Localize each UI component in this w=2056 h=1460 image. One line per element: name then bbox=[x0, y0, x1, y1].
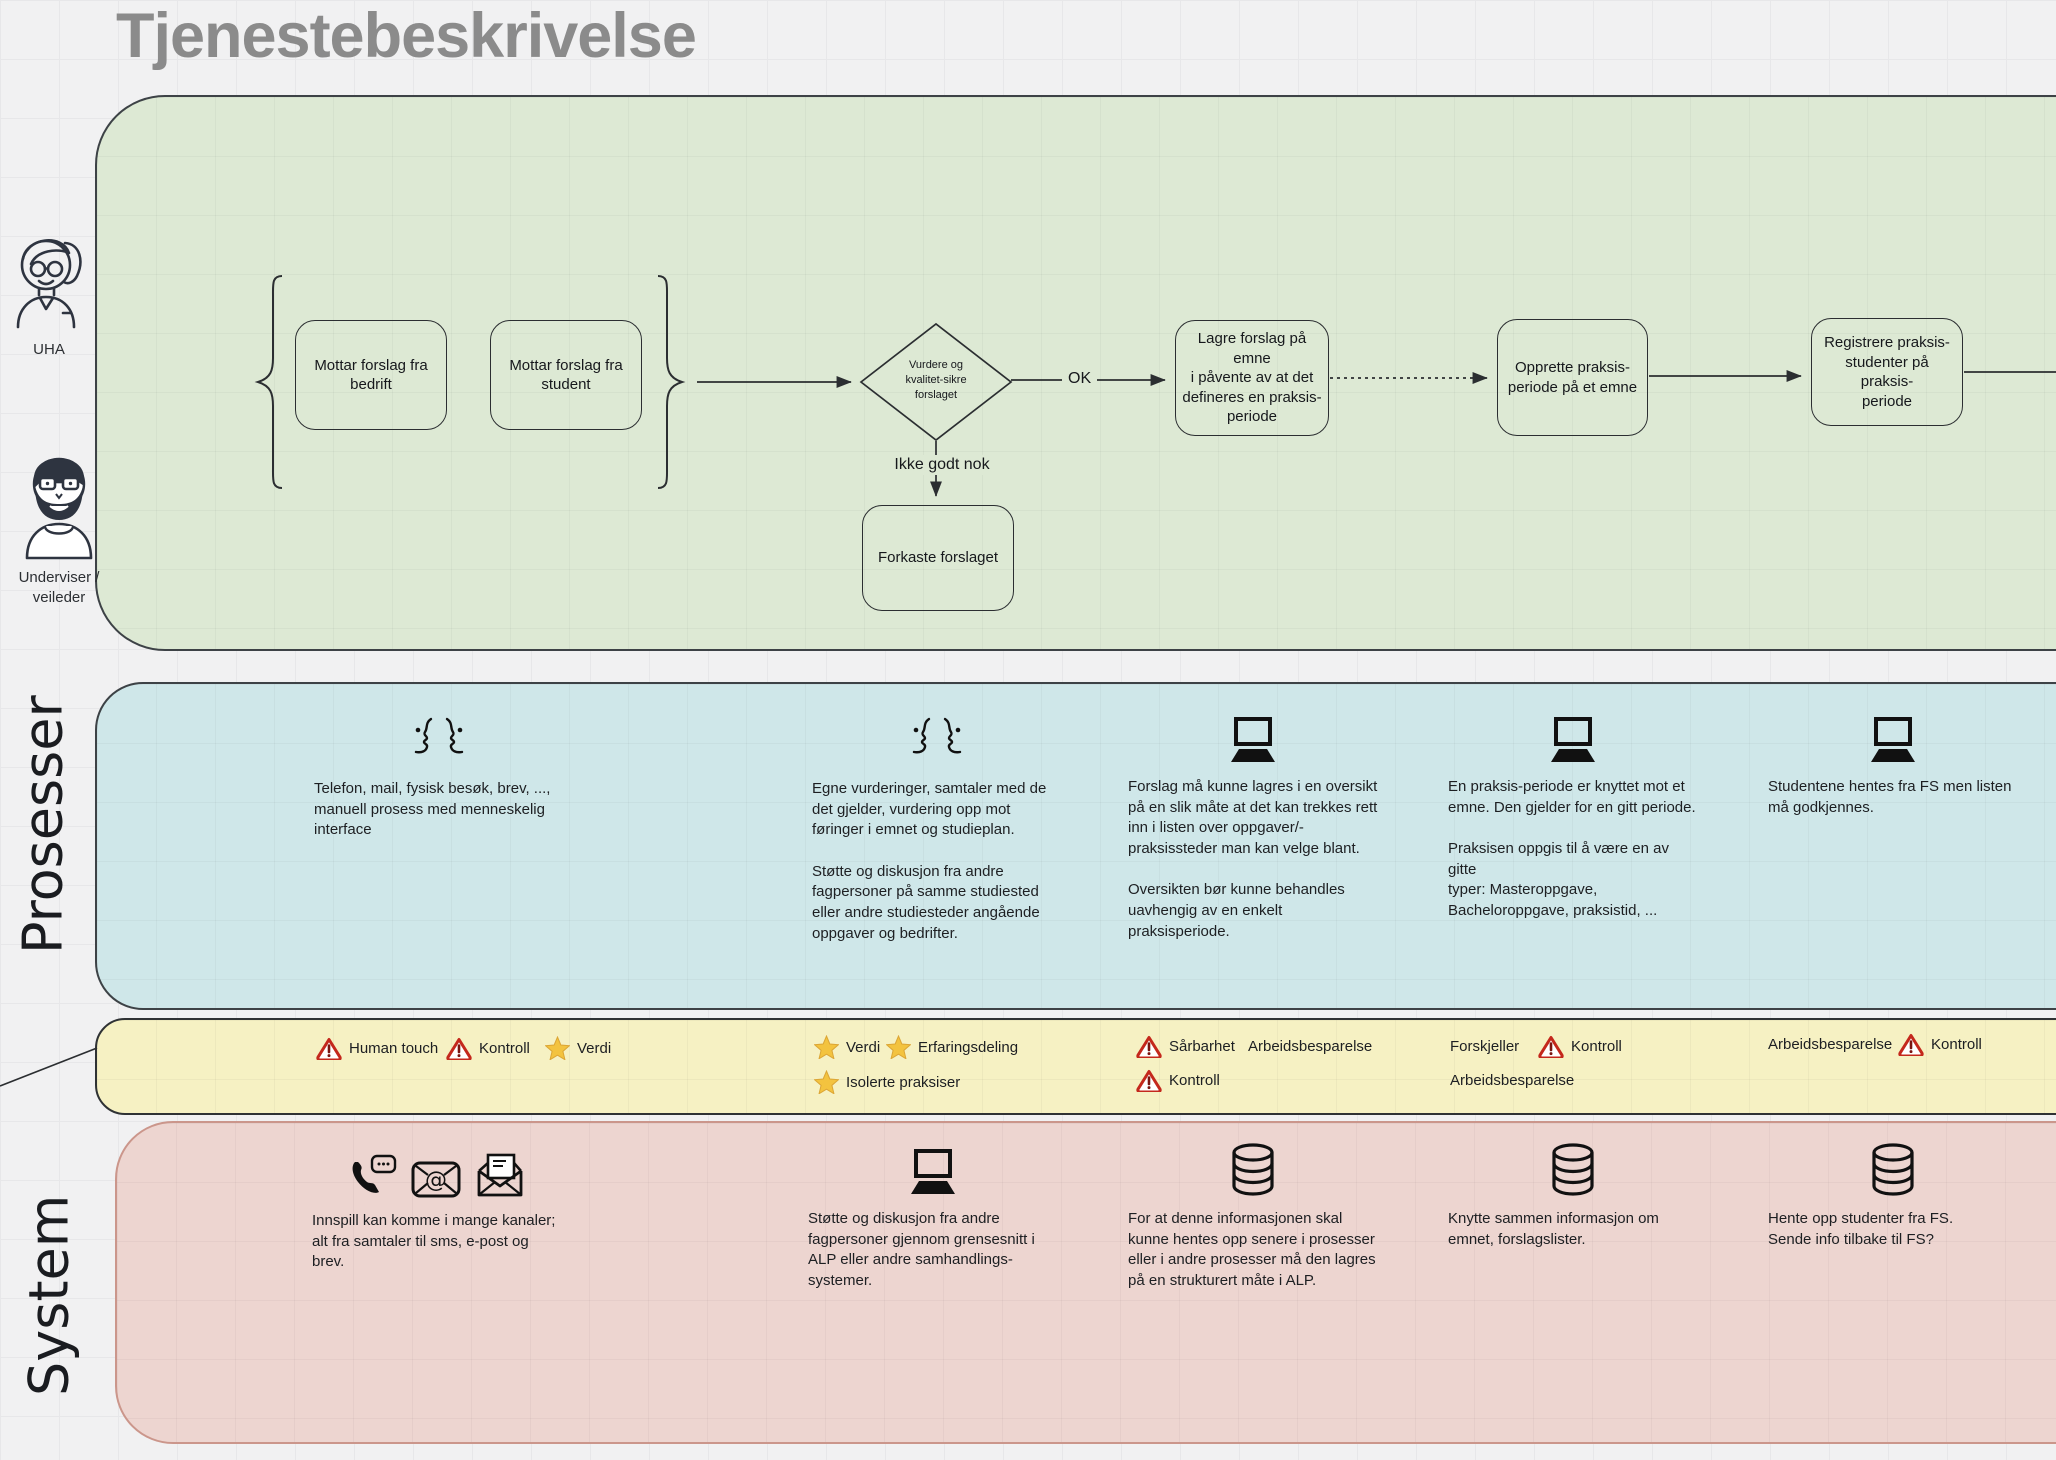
system-cell-5: Hente opp studenter fra FS. Sende info t… bbox=[1768, 1142, 2018, 1250]
annotation-label: Kontroll bbox=[1931, 1035, 1982, 1053]
annotation-arbeidsbesparelse-1: Arbeidsbesparelse bbox=[1248, 1034, 1372, 1058]
system-cell-2: Støtte og diskusjon fra andre fagpersone… bbox=[808, 1142, 1058, 1292]
open-letter-icon bbox=[477, 1153, 523, 1197]
annotation-kontroll-1: Kontroll bbox=[446, 1036, 530, 1060]
prosesser-lane bbox=[95, 682, 2056, 1010]
laptop-icon bbox=[911, 1149, 955, 1194]
prosesser-cell-1: Telefon, mail, fysisk besøk, brev, ..., … bbox=[314, 712, 564, 841]
uha-avatar bbox=[8, 223, 90, 336]
annotation-label: Verdi bbox=[577, 1039, 612, 1057]
star-icon bbox=[886, 1035, 911, 1059]
laptop-icon bbox=[1871, 717, 1915, 762]
annotation-verdi-1: Verdi bbox=[545, 1036, 611, 1060]
annotation-arbeidsbesparelse-2: Arbeidsbesparelse bbox=[1450, 1068, 1574, 1092]
system-cell-4: Knytte sammen informasjon om emnet, fors… bbox=[1448, 1142, 1698, 1250]
annotation-label: Human touch bbox=[349, 1039, 439, 1057]
database-icon bbox=[1552, 1143, 1594, 1196]
star-icon bbox=[545, 1036, 570, 1060]
phone-sms-icon bbox=[352, 1154, 397, 1193]
annotation-isolerte-praksiser: Isolerte praksiser bbox=[814, 1070, 960, 1094]
annotation-label: Arbeidsbesparelse bbox=[1768, 1035, 1893, 1053]
prosesser-cell-5-text: Studentene hentes fra FS men listen må g… bbox=[1768, 778, 2012, 816]
prosesser-cell-2: Egne vurderinger, samtaler med de det gj… bbox=[812, 712, 1062, 945]
warning-icon bbox=[1136, 1069, 1162, 1092]
database-icon bbox=[1232, 1143, 1274, 1196]
warning-icon bbox=[316, 1037, 342, 1060]
prosesser-cell-1-text: Telefon, mail, fysisk besøk, brev, ..., … bbox=[314, 780, 551, 839]
system-cell-4-text: Knytte sammen informasjon om emnet, fors… bbox=[1448, 1210, 1659, 1248]
uha-label: UHA bbox=[33, 341, 65, 358]
system-cell-3: For at denne informasjonen skal kunne he… bbox=[1128, 1142, 1378, 1292]
annotation-label: Verdi bbox=[846, 1038, 881, 1056]
system-cell-1: @ Innspill kan komme i mange kanaler; al… bbox=[312, 1144, 562, 1273]
laptop-icon bbox=[1551, 717, 1595, 762]
annotation-arbeidsbesparelse-3: Arbeidsbesparelse bbox=[1768, 1032, 1892, 1056]
system-cell-1-text: Innspill kan komme i mange kanaler; alt … bbox=[312, 1212, 556, 1271]
flow-box-mottar-student: Mottar forslag fra student bbox=[490, 320, 642, 430]
flow-box-lagre-forslag: Lagre forslag på emne i påvente av at de… bbox=[1175, 320, 1329, 436]
annotation-human-touch: Human touch bbox=[316, 1036, 438, 1060]
prosesser-cell-2-text: Egne vurderinger, samtaler med de det gj… bbox=[812, 780, 1047, 942]
laptop-icon bbox=[1231, 717, 1275, 762]
man-avatar-icon bbox=[25, 457, 93, 560]
annotation-label: Isolerte praksiser bbox=[846, 1073, 961, 1091]
flow-label-ok: OK bbox=[1062, 369, 1098, 389]
annotation-verdi-2: Verdi bbox=[814, 1035, 880, 1059]
annotations-lane bbox=[95, 1018, 2056, 1115]
prosesser-cell-3: Forslag må kunne lagres i en oversikt på… bbox=[1128, 710, 1378, 943]
svg-text:@: @ bbox=[425, 1168, 447, 1193]
annotation-label: Erfaringsdeling bbox=[918, 1038, 1019, 1056]
system-lane bbox=[115, 1121, 2056, 1444]
prosesser-cell-4-text: En praksis-periode er knyttet mot et emn… bbox=[1448, 778, 1696, 920]
flow-box-mottar-bedrift: Mottar forslag fra bedrift bbox=[295, 320, 447, 430]
conversation-icon bbox=[912, 717, 962, 754]
annotation-sarbarhet: Sårbarhet bbox=[1136, 1034, 1235, 1058]
underviser-avatar bbox=[13, 440, 105, 567]
conversation-icon bbox=[414, 717, 464, 754]
annotation-label: Kontroll bbox=[1169, 1071, 1220, 1089]
system-lane-label: System bbox=[17, 1194, 81, 1396]
warning-icon bbox=[446, 1037, 472, 1060]
page-title: Tjenestebeskrivelse bbox=[116, 1, 697, 71]
flow-box-opprette-periode: Opprette praksis- periode på et emne bbox=[1497, 319, 1648, 436]
flow-box-forkaste: Forkaste forslaget bbox=[862, 505, 1014, 611]
underviser-label: Underviser / veileder bbox=[18, 569, 100, 606]
annotation-kontroll-4: Kontroll bbox=[1898, 1032, 1982, 1056]
annotation-kontroll-3: Kontroll bbox=[1538, 1034, 1622, 1058]
database-icon bbox=[1872, 1143, 1914, 1196]
system-cell-3-text: For at denne informasjonen skal kunne he… bbox=[1128, 1210, 1376, 1290]
prosesser-cell-3-text: Forslag må kunne lagres i en oversikt på… bbox=[1128, 778, 1378, 940]
star-icon bbox=[814, 1035, 839, 1059]
flow-decision-vurdere: Vurdere og kvalitet-sikre forslaget bbox=[905, 359, 967, 401]
flow-box-registrere-studenter: Registrere praksis- studenter på praksis… bbox=[1811, 318, 1963, 426]
annotation-erfaringsdeling: Erfaringsdeling bbox=[886, 1035, 1018, 1059]
warning-icon bbox=[1538, 1035, 1564, 1058]
system-cell-2-text: Støtte og diskusjon fra andre fagpersone… bbox=[808, 1210, 1035, 1290]
warning-icon bbox=[1898, 1033, 1924, 1056]
flow-label-ikke-godt-nok: Ikke godt nok bbox=[866, 455, 1018, 475]
woman-avatar-icon bbox=[16, 239, 82, 329]
prosesser-lane-label: Prosesser bbox=[11, 695, 75, 955]
annotation-label: Forskjeller bbox=[1450, 1037, 1520, 1055]
prosesser-cell-4: En praksis-periode er knyttet mot et emn… bbox=[1448, 710, 1698, 922]
annotation-label: Arbeidsbesparelse bbox=[1450, 1071, 1575, 1089]
annotation-kontroll-2: Kontroll bbox=[1136, 1068, 1220, 1092]
system-cell-5-text: Hente opp studenter fra FS. Sende info t… bbox=[1768, 1210, 1954, 1248]
annotation-label: Sårbarhet bbox=[1169, 1037, 1235, 1055]
annotation-label: Kontroll bbox=[1571, 1037, 1622, 1055]
star-icon bbox=[814, 1070, 839, 1094]
email-at-icon: @ bbox=[411, 1161, 461, 1198]
annotation-label: Kontroll bbox=[479, 1039, 530, 1057]
annotation-forskjeller: Forskjeller bbox=[1450, 1034, 1519, 1058]
warning-icon bbox=[1136, 1035, 1162, 1058]
prosesser-cell-5: Studentene hentes fra FS men listen må g… bbox=[1768, 710, 2018, 818]
annotation-label: Arbeidsbesparelse bbox=[1248, 1037, 1373, 1055]
